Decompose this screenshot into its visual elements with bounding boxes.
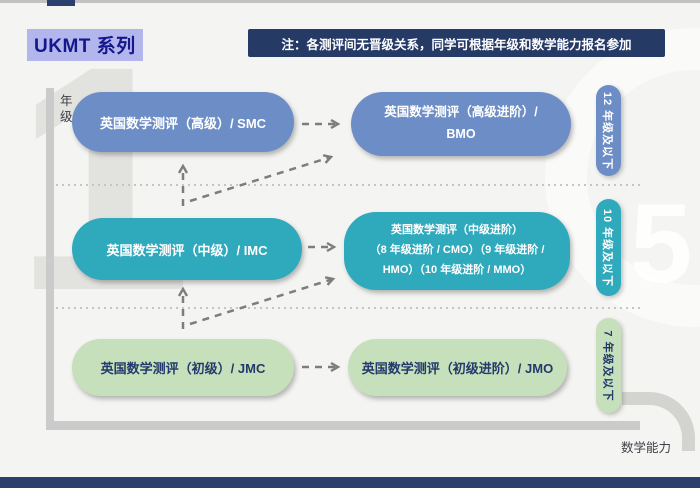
box-imc-label: 英国数学测评（中级）/ IMC [106,242,268,258]
row-divider-top [56,184,640,186]
top-border-line [0,0,700,3]
arrow-imc-to-bmo [189,154,334,203]
box-midadv: 英国数学测评（中级进阶） （8 年级进阶 / CMO）（9 年级进阶 / HMO… [344,212,570,290]
box-bmo-line2: BMO [446,127,476,141]
top-navy-notch [47,0,75,6]
grade-pill-10-label: 10 年级及以下 [601,208,614,287]
grade-pill-7-label: 7 年级及以下 [601,329,614,402]
watermark-digit-right: 5 [630,181,693,306]
grade-pill-12-label: 12 年级及以下 [601,91,614,170]
box-bmo-line1: 英国数学测评（高级进阶）/ [384,105,538,120]
box-jmo: 英国数学测评（初级进阶）/ JMO [348,339,567,396]
arrow-jmc-to-midadv [189,276,336,326]
box-bmo: 英国数学测评（高级进阶）/ BMO [351,92,571,156]
x-axis-label: 数学能力 [621,441,672,455]
box-jmc-label: 英国数学测评（初级）/ JMC [100,361,266,376]
watermark-digit-left: 1 [14,0,192,357]
box-smc: 英国数学测评（高级）/ SMC [72,92,294,152]
box-jmo-label: 英国数学测评（初级进阶）/ JMO [361,361,554,376]
x-axis-line [46,421,640,430]
box-jmc: 英国数学测评（初级）/ JMC [72,339,294,396]
page-title: UKMT 系列 [27,29,143,61]
box-midadv-line1: 英国数学测评（中级进阶） [391,224,523,237]
grade-pill-10: 10 年级及以下 [596,199,621,296]
y-axis-label: 年级 [60,94,73,125]
footer-bar [0,477,700,488]
note-banner: 注：各测评间无晋级关系，同学可根据年级和数学能力报名参加 [248,29,665,57]
grade-pill-12: 12 年级及以下 [596,85,621,176]
box-midadv-line3: HMO）（10 年级进阶 / MMO） [382,263,532,276]
y-axis-line [46,88,54,430]
note-banner-text: 注：各测评间无晋级关系，同学可根据年级和数学能力报名参加 [281,37,632,52]
box-imc: 英国数学测评（中级）/ IMC [72,218,302,280]
box-smc-label: 英国数学测评（高级）/ SMC [99,115,267,131]
box-midadv-line2: （8 年级进阶 / CMO）（9 年级进阶 / [369,244,545,257]
grade-pill-7: 7 年级及以下 [596,318,621,413]
row-divider-bottom [56,307,640,309]
